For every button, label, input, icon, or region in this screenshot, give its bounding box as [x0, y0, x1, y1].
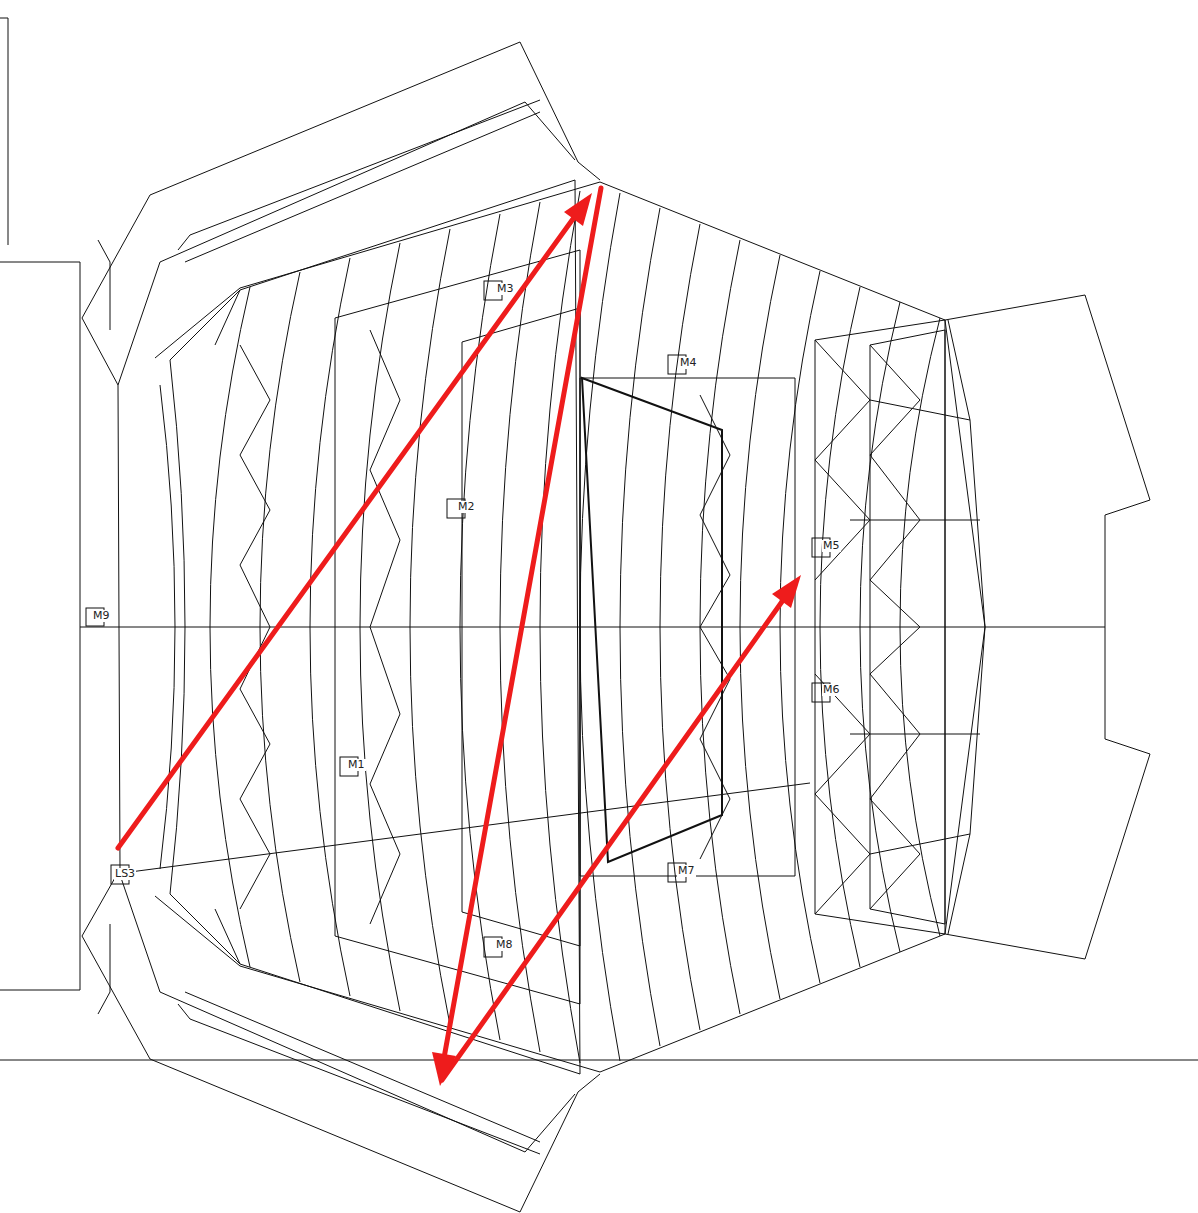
position-label: M6: [822, 684, 841, 696]
position-label: M4: [679, 357, 698, 369]
position-label: M9: [92, 610, 111, 622]
position-label: M5: [822, 540, 841, 552]
position-label: LS3: [114, 868, 136, 880]
position-label: M2: [457, 501, 476, 513]
position-label: M7: [677, 865, 696, 877]
position-label: M3: [496, 283, 515, 295]
position-label: M8: [495, 939, 514, 951]
position-label: M1: [347, 759, 366, 771]
